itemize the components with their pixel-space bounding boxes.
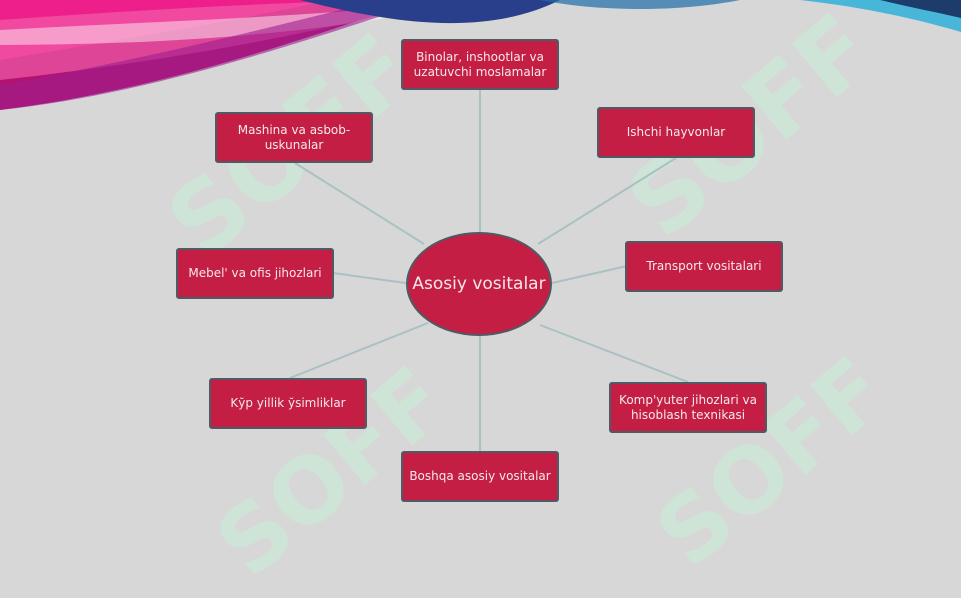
connector-line <box>539 324 689 383</box>
node-binolar: Binolar, inshootlar va uzatuvchi moslama… <box>401 39 559 90</box>
node-kop-yillik: Kўp yillik ўsimliklar <box>209 378 367 429</box>
corner-decoration <box>0 0 961 110</box>
center-node: Asosiy vositalar <box>406 232 552 336</box>
connector-line <box>289 322 429 379</box>
node-boshqa: Boshqa asosiy vositalar <box>401 451 559 502</box>
node-mashina: Mashina va asbob-uskunalar <box>215 112 373 163</box>
connector-line <box>551 265 628 284</box>
connector-lines <box>289 90 689 451</box>
connector-line <box>332 272 407 284</box>
connector-line <box>294 162 425 245</box>
connector-line <box>537 157 677 245</box>
node-ishchi-hayvonlar: Ishchi hayvonlar <box>597 107 755 158</box>
node-kompyuter: Komp'yuter jihozlari va hisoblash texnik… <box>609 382 767 433</box>
node-mebel: Mebel' va ofis jihozlari <box>176 248 334 299</box>
node-transport: Transport vositalari <box>625 241 783 292</box>
